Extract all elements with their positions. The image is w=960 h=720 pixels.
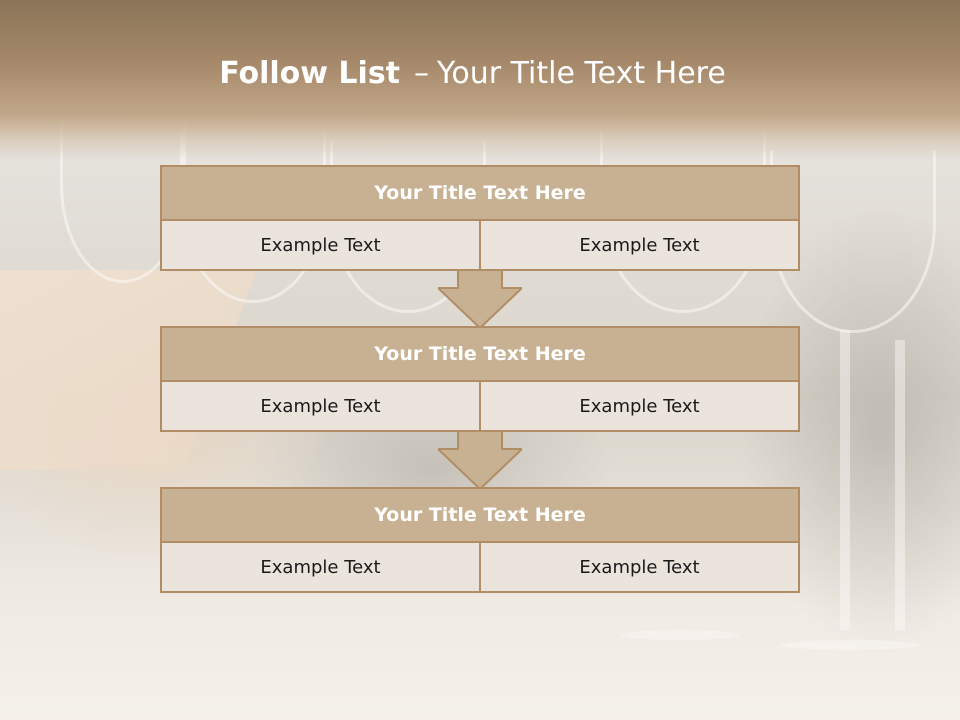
block-cell-right: Example Text bbox=[481, 382, 800, 432]
title-bold: Follow List bbox=[219, 56, 401, 91]
block-row: Example Text Example Text bbox=[160, 382, 800, 432]
list-block-1: Your Title Text Here Example Text Exampl… bbox=[160, 165, 800, 271]
title-rest: Your Title Text Here bbox=[437, 56, 726, 91]
glass-stem bbox=[895, 340, 905, 630]
title-separator: – bbox=[414, 56, 430, 91]
glass-foot bbox=[780, 640, 920, 650]
block-title: Your Title Text Here bbox=[160, 326, 800, 382]
slide-title: Follow List–Your Title Text Here bbox=[0, 56, 945, 91]
list-block-2: Your Title Text Here Example Text Exampl… bbox=[160, 326, 800, 432]
glass-stem bbox=[840, 330, 850, 630]
block-title: Your Title Text Here bbox=[160, 165, 800, 221]
down-arrow-icon bbox=[438, 431, 522, 489]
down-arrow-icon bbox=[438, 270, 522, 328]
block-title: Your Title Text Here bbox=[160, 487, 800, 543]
block-cell-left: Example Text bbox=[160, 382, 481, 432]
block-cell-right: Example Text bbox=[481, 543, 800, 593]
block-row: Example Text Example Text bbox=[160, 543, 800, 593]
block-cell-right: Example Text bbox=[481, 221, 800, 271]
glass-foot bbox=[620, 630, 740, 640]
header-band bbox=[0, 0, 960, 160]
list-block-3: Your Title Text Here Example Text Exampl… bbox=[160, 487, 800, 593]
block-cell-left: Example Text bbox=[160, 221, 481, 271]
block-row: Example Text Example Text bbox=[160, 221, 800, 271]
block-cell-left: Example Text bbox=[160, 543, 481, 593]
